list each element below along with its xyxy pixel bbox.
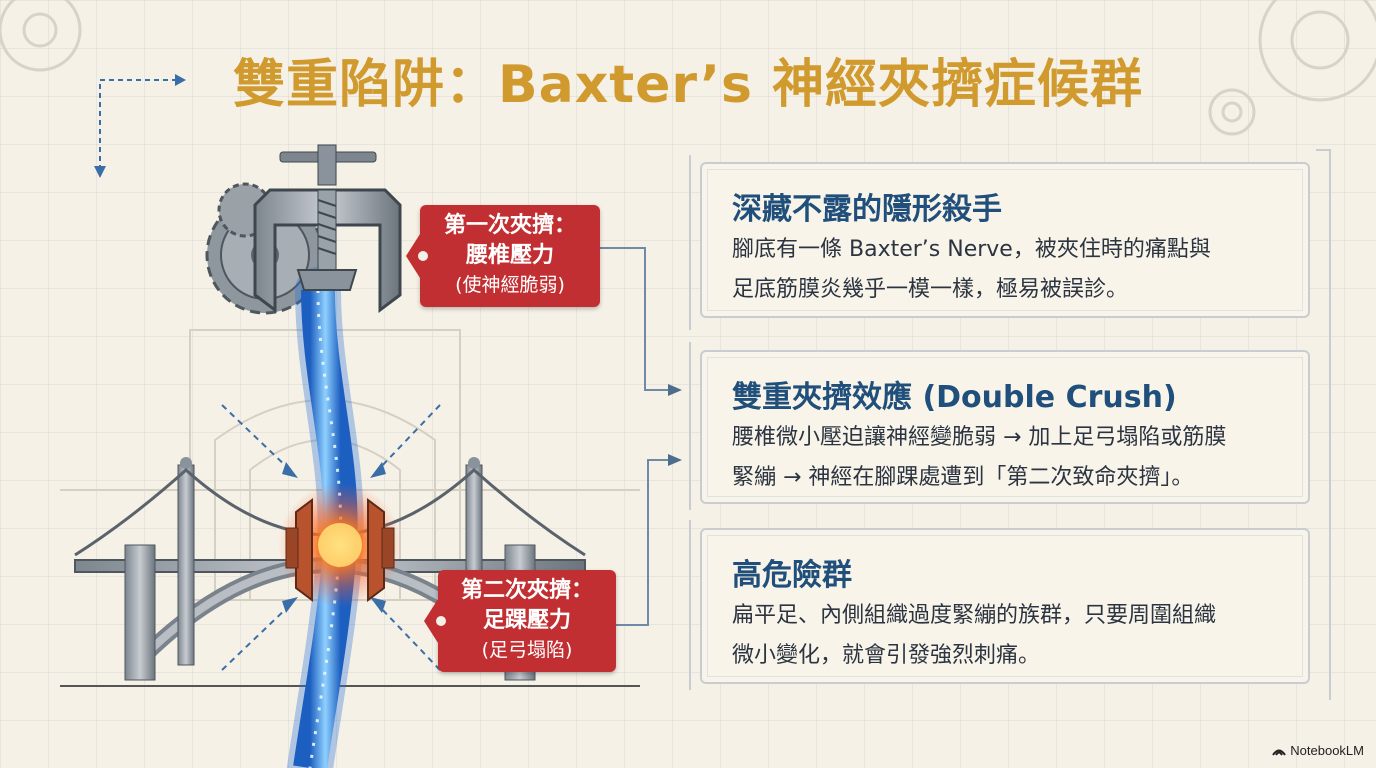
clamp-icon <box>253 144 402 313</box>
tag-hole <box>436 616 446 626</box>
info-card-high-risk: 高危險群 扁平足、內側組織過度緊繃的族群，只要周圍組織 微小變化，就會引發強烈刺… <box>700 528 1310 684</box>
clamp-icon <box>285 498 395 602</box>
brand-label: NotebookLM <box>1290 743 1364 758</box>
card-body-line: 微小變化，就會引發強烈刺痛。 <box>732 643 1041 668</box>
card-title: 雙重夾擠效應 (Double Crush) <box>732 380 1177 415</box>
tag-line-3: (使神經脆弱) <box>455 274 565 296</box>
tag-hole <box>418 251 428 261</box>
info-card-hidden-killer: 深藏不露的隱形殺手 腳底有一條 Baxter’s Nerve，被夾住時的痛點與 … <box>700 162 1310 318</box>
gear-icon <box>0 0 1376 136</box>
card-body: 腳底有一條 Baxter’s Nerve，被夾住時的痛點與 足底筋膜炎幾乎一模一… <box>732 230 1312 310</box>
card-body: 扁平足、內側組織過度緊繃的族群，只要周圍組織 微小變化，就會引發強烈刺痛。 <box>732 596 1312 676</box>
page-title: 雙重陷阱：Baxter’s 神經夾擠症候群 <box>232 55 1144 115</box>
card-body-line: 腰椎微小壓迫讓神經變脆弱 → 加上足弓塌陷或筋膜 <box>732 425 1227 450</box>
card-body: 腰椎微小壓迫讓神經變脆弱 → 加上足弓塌陷或筋膜 緊繃 → 神經在腳踝處遭到「第… <box>732 418 1312 498</box>
tag-line-3: (足弓塌陷) <box>481 639 573 661</box>
card-body-line: 緊繃 → 神經在腳踝處遭到「第二次致命夾擠」。 <box>732 465 1194 490</box>
notebooklm-icon <box>1272 749 1287 756</box>
card-title: 深藏不露的隱形殺手 <box>732 192 1002 227</box>
tag-line-1: 第二次夾擠： <box>460 578 593 603</box>
arrow-icon <box>99 79 175 170</box>
tag-line-1: 第一次夾擠： <box>443 213 576 238</box>
first-compression-tag: 第一次夾擠： 腰椎壓力 (使神經脆弱) <box>406 205 600 307</box>
card-body-line: 扁平足、內側組織過度緊繃的族群，只要周圍組織 <box>732 603 1217 628</box>
info-card-double-crush: 雙重夾擠效應 (Double Crush) 腰椎微小壓迫讓神經變脆弱 → 加上足… <box>700 350 1310 504</box>
card-body-line: 腳底有一條 Baxter’s Nerve，被夾住時的痛點與 <box>732 237 1211 262</box>
card-body-line: 足底筋膜炎幾乎一模一樣，極易被誤診。 <box>732 277 1129 302</box>
tag-line-2: 腰椎壓力 <box>465 243 554 268</box>
brand-watermark: NotebookLM <box>1272 743 1364 758</box>
tag-line-2: 足踝壓力 <box>482 608 571 633</box>
second-compression-tag: 第二次夾擠： 足踝壓力 (足弓塌陷) <box>424 570 616 672</box>
card-title: 高危險群 <box>732 558 852 593</box>
